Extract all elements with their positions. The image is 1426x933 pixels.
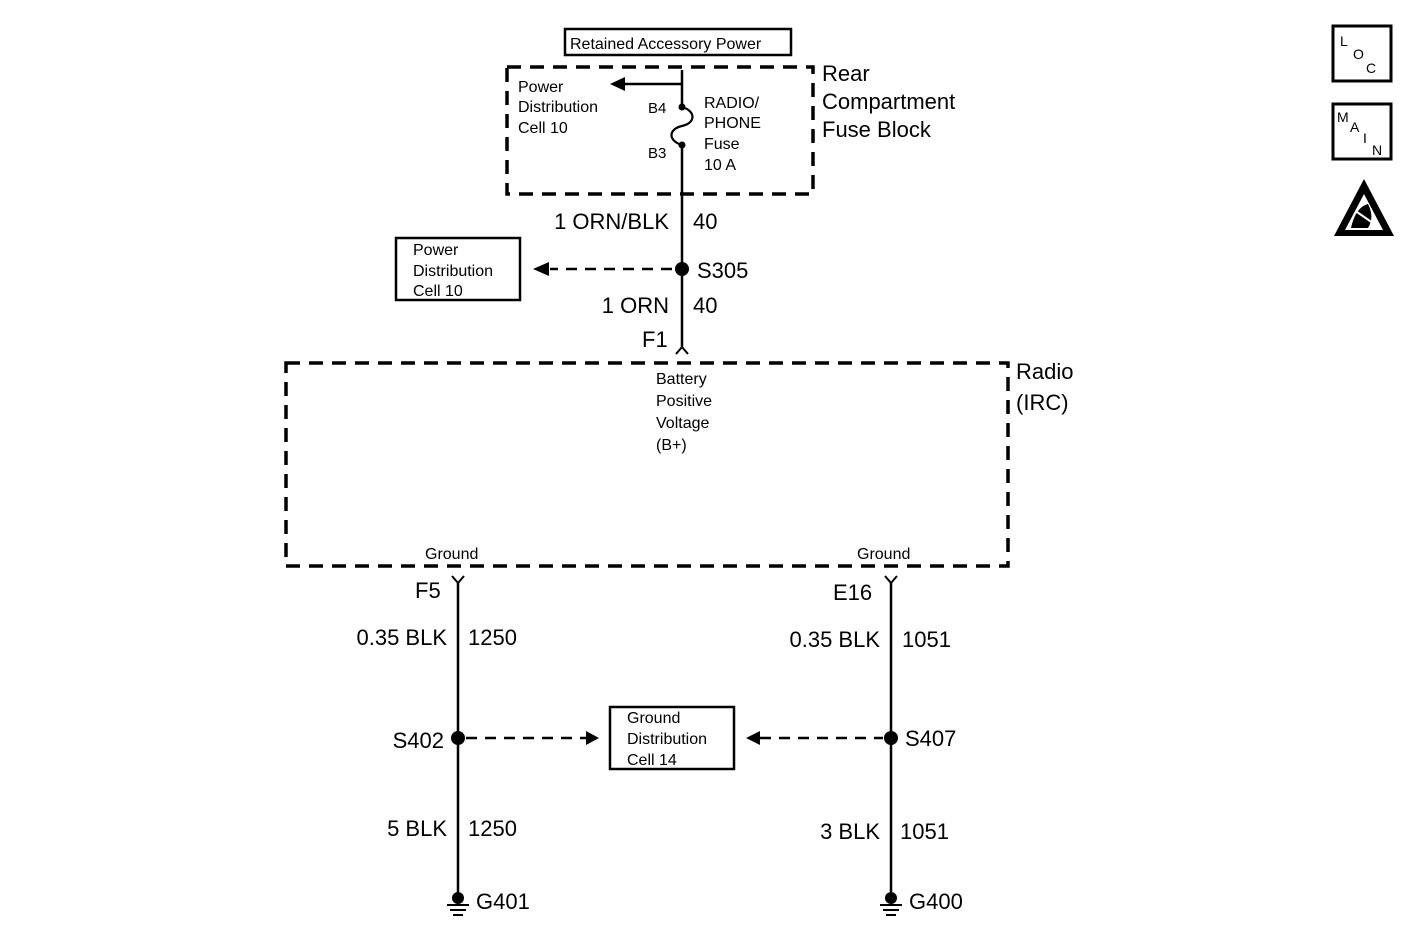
gdc-box <box>608 705 736 771</box>
main-letter-m: M <box>1337 109 1349 125</box>
fuse-label-2: PHONE <box>704 115 761 132</box>
splice-s407-label: S407 <box>905 726 956 751</box>
bplus-label-4: (B+) <box>656 437 687 454</box>
main-letter-a: A <box>1350 119 1360 135</box>
pdc-box <box>394 236 522 302</box>
right-wire1-gauge-color: 0.35 BLK <box>789 627 880 652</box>
retained-power-label: Retained Accessory Power <box>570 36 762 53</box>
wire2-gauge-color: 1 ORN <box>602 293 669 318</box>
right-wire1-circuit: 1051 <box>902 627 951 652</box>
left-wire1-circuit: 1250 <box>468 625 517 650</box>
loc-icon[interactable]: L O C <box>1331 24 1393 83</box>
wire1-gauge-color: 1 ORN/BLK <box>554 209 669 234</box>
esd-warning-icon <box>1334 179 1394 236</box>
pdc-inner-label-3: Cell 10 <box>518 120 568 137</box>
fuse-element <box>670 105 694 147</box>
ground-left-label: Ground <box>425 546 478 563</box>
wire2-circuit: 40 <box>693 293 717 318</box>
radio-title-2: (IRC) <box>1016 390 1069 415</box>
fuse-label-3: Fuse <box>704 136 740 153</box>
fuse-label-4: 10 A <box>704 157 736 174</box>
bplus-label-3: Voltage <box>656 415 709 432</box>
splice-s407-dot <box>884 731 898 745</box>
ground-right-label: Ground <box>857 546 910 563</box>
connector-f5-symbol <box>451 575 465 585</box>
g401-dot <box>452 892 464 904</box>
splice-s402-dot <box>451 731 465 745</box>
pdc-arrow-head <box>610 77 625 91</box>
main-icon[interactable]: M A I N <box>1331 102 1393 161</box>
connector-f1-symbol <box>675 345 689 355</box>
bplus-label-2: Positive <box>656 393 712 410</box>
connector-f1: F1 <box>642 327 668 352</box>
wire1-circuit: 40 <box>693 209 717 234</box>
ground-g401-icon <box>447 904 469 916</box>
loc-letter-c: C <box>1366 60 1376 76</box>
ground-g400-label: G400 <box>909 889 963 914</box>
loc-letter-o: O <box>1353 46 1364 62</box>
splice-s305-label: S305 <box>697 258 748 283</box>
gdc-box-line-2: Distribution <box>627 731 707 748</box>
ground-g400-icon <box>880 904 902 916</box>
connector-f5: F5 <box>415 578 441 603</box>
splice-s305-dot <box>675 262 689 276</box>
splice-s402-label: S402 <box>393 728 444 753</box>
retained-power-box <box>563 27 793 57</box>
right-wire2-gauge-color: 3 BLK <box>820 819 880 844</box>
ground-g401-label: G401 <box>476 889 530 914</box>
gdc-arrow-head-left <box>586 731 599 745</box>
connector-e16: E16 <box>833 580 872 605</box>
pin-b4-label: B4 <box>648 100 666 117</box>
fuse-block-outline <box>505 65 815 196</box>
left-wire2-circuit: 1250 <box>468 816 517 841</box>
radio-outline <box>284 361 1010 568</box>
pin-b3-label: B3 <box>648 145 666 162</box>
radio-title-1: Radio <box>1016 359 1073 384</box>
gdc-box-line-1: Ground <box>627 710 680 727</box>
fuse-block-title-3: Fuse Block <box>822 117 932 142</box>
connector-e16-symbol <box>884 575 898 585</box>
main-letter-i: I <box>1363 130 1367 146</box>
fuse-block-title-2: Compartment <box>822 89 955 114</box>
fuse-block-title-1: Rear <box>822 61 870 86</box>
pdc-inner-label-2: Distribution <box>518 99 598 116</box>
pdc-box-line-1: Power <box>413 242 459 259</box>
right-wire2-circuit: 1051 <box>900 819 949 844</box>
left-wire2-gauge-color: 5 BLK <box>387 816 447 841</box>
left-wire1-gauge-color: 0.35 BLK <box>356 625 447 650</box>
bplus-label-1: Battery <box>656 371 707 388</box>
main-letter-n: N <box>1372 142 1382 158</box>
pdc-dashed-arrow-head <box>533 262 549 276</box>
loc-letter-l: L <box>1340 33 1348 49</box>
gdc-arrow-head-right <box>746 731 760 745</box>
g400-dot <box>885 892 897 904</box>
fuse-label-1: RADIO/ <box>704 95 760 112</box>
pdc-box-line-3: Cell 10 <box>413 283 463 300</box>
pdc-box-line-2: Distribution <box>413 263 493 280</box>
gdc-box-line-3: Cell 14 <box>627 752 677 769</box>
pdc-inner-label-1: Power <box>518 79 564 96</box>
